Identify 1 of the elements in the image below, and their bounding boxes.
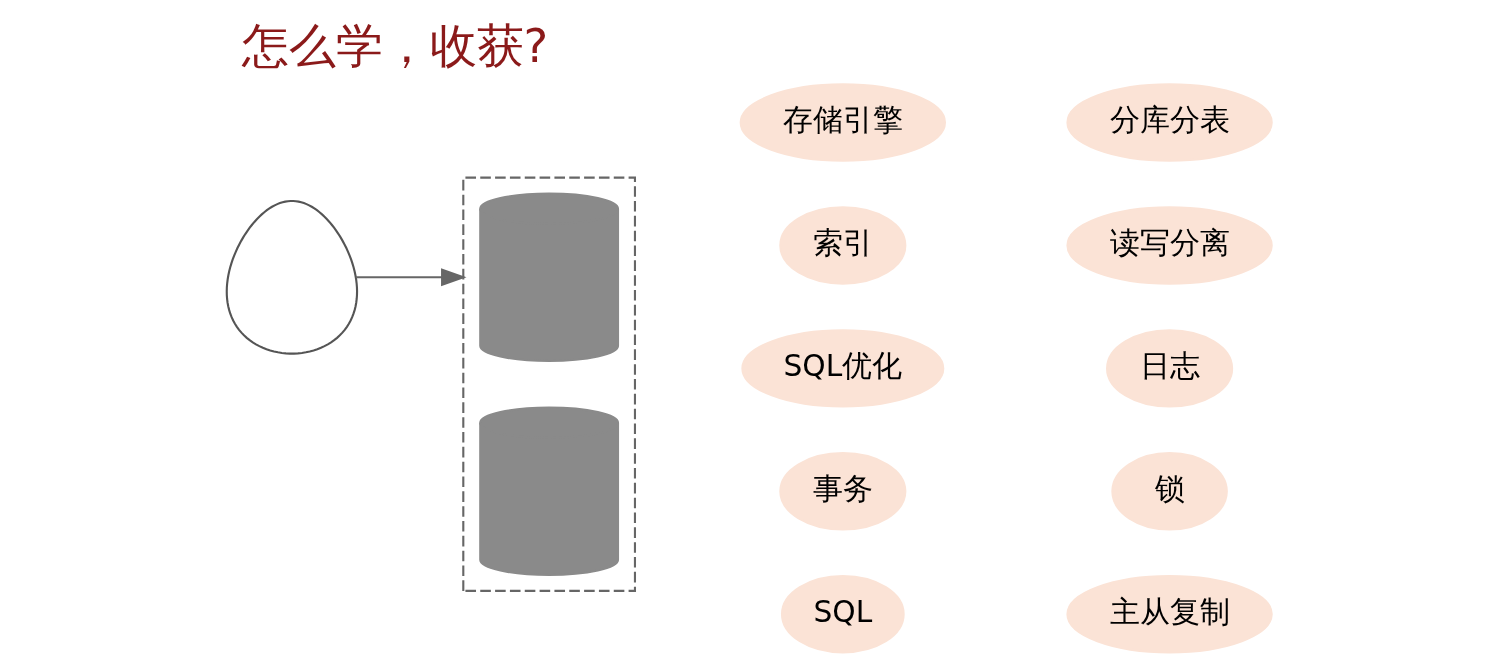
diagram-title: 怎么学，收获? xyxy=(241,19,548,74)
